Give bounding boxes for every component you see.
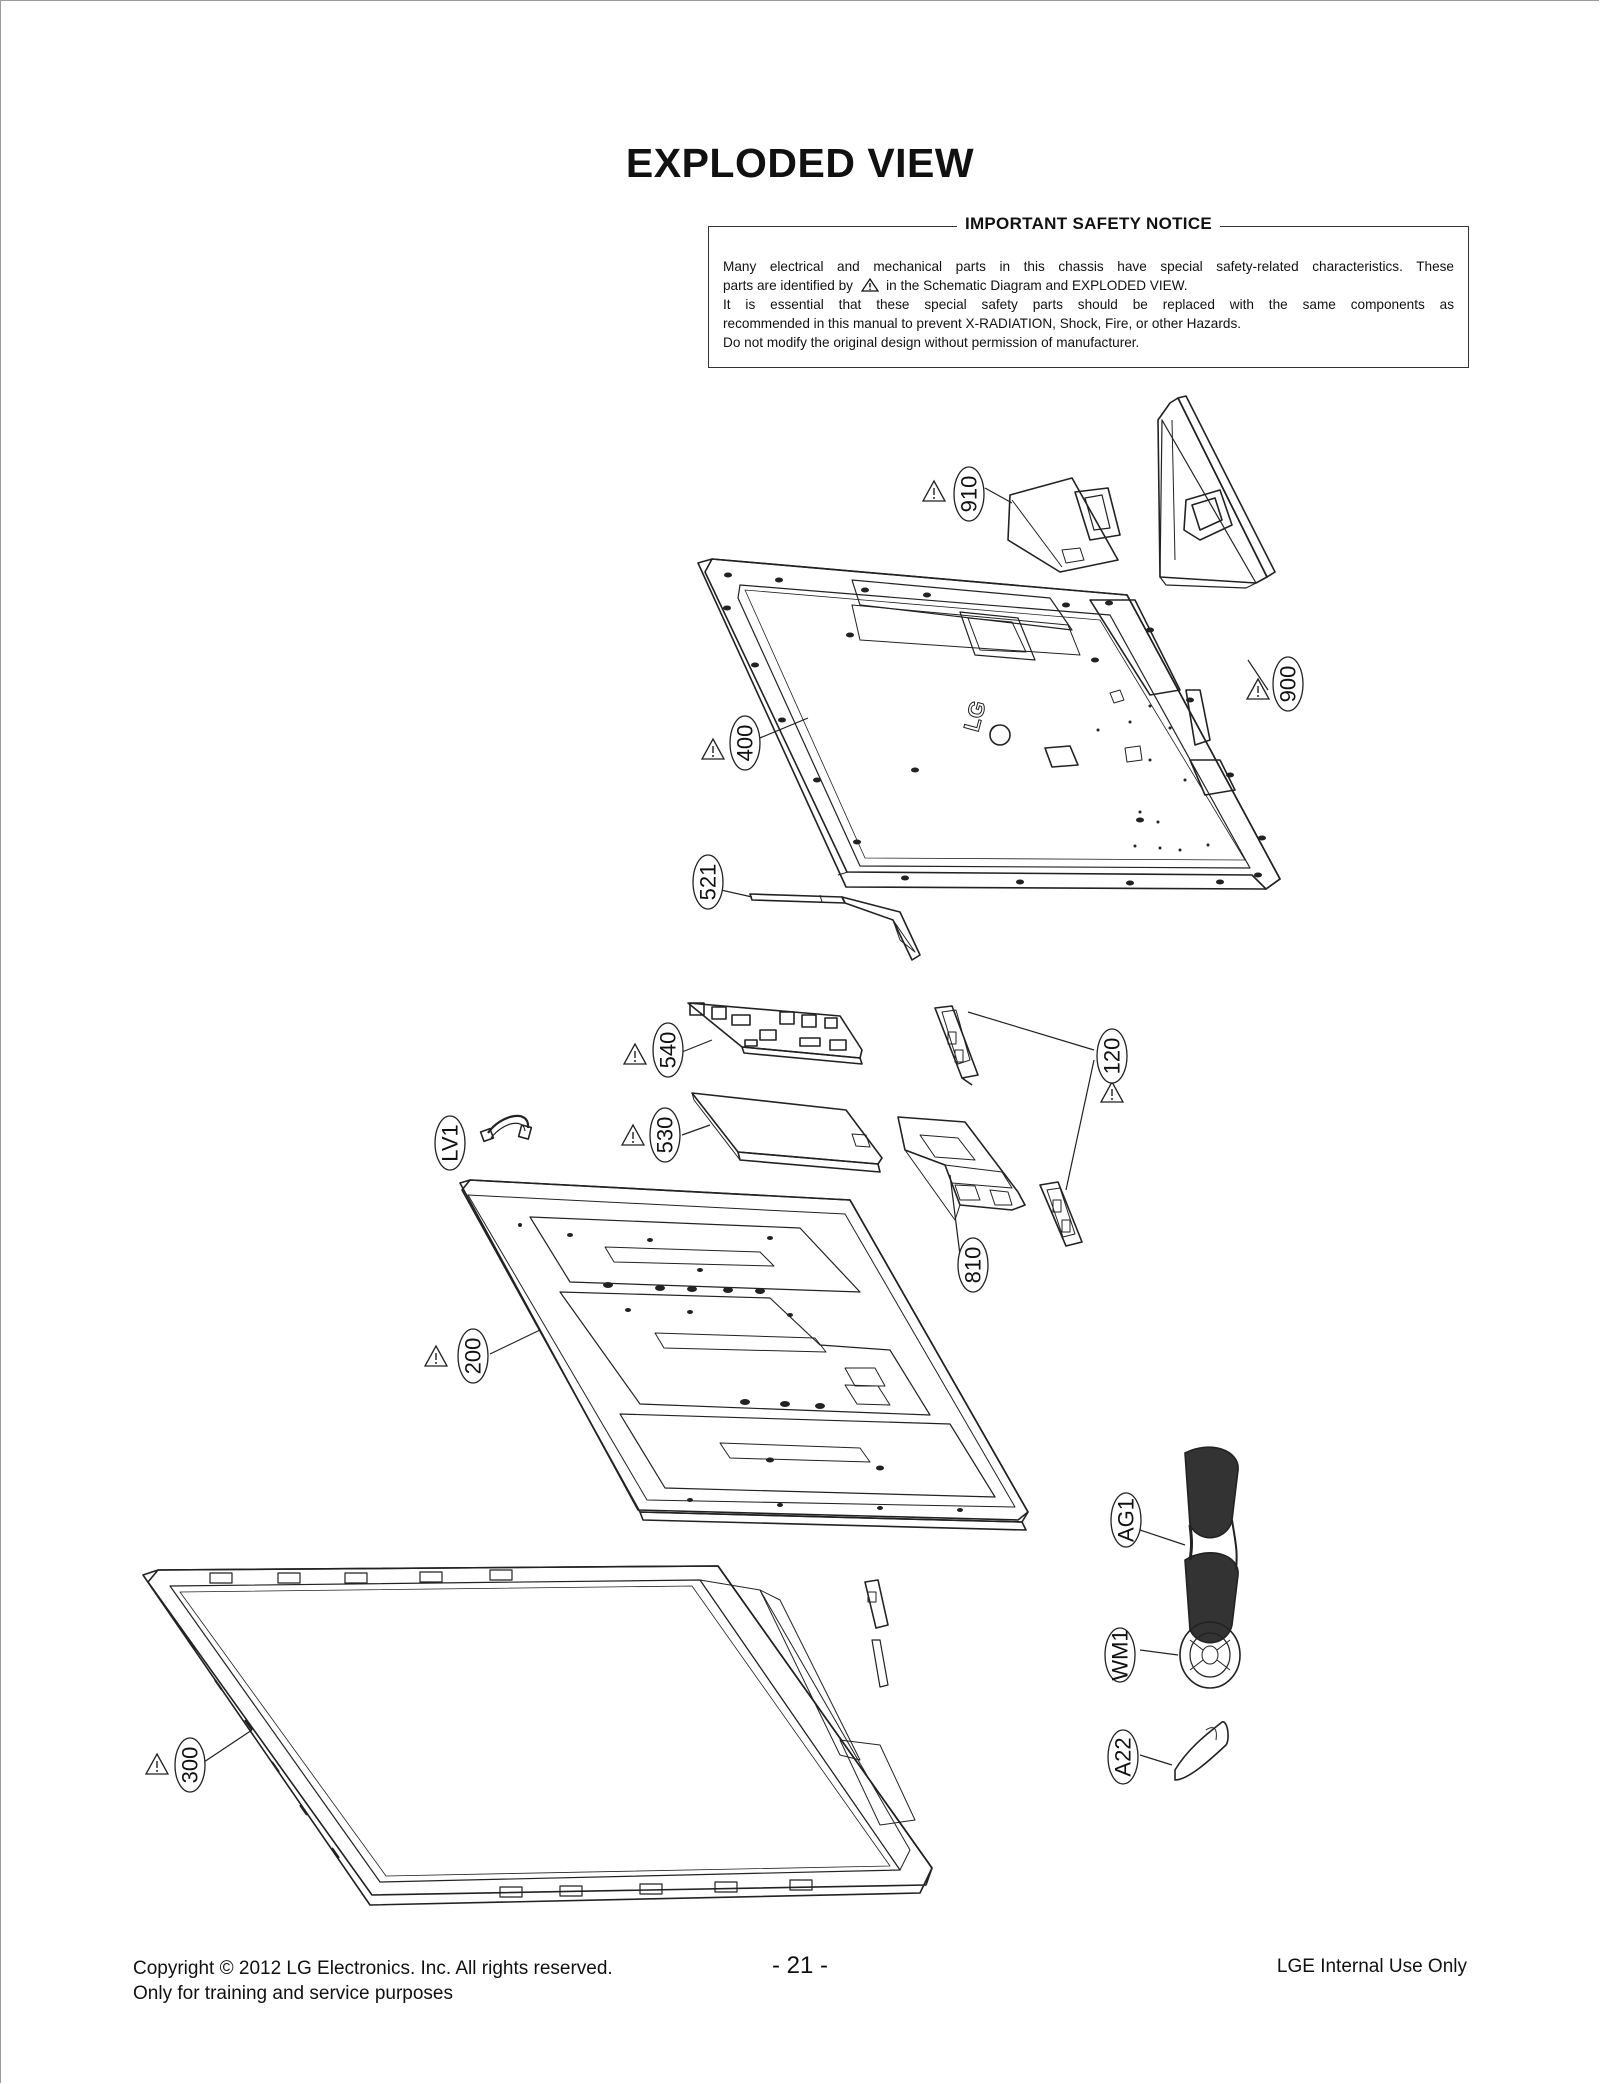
callout-530: 530 [649, 1107, 681, 1163]
warning-triangle-icon [860, 278, 879, 292]
callout-910: 910 [953, 466, 985, 522]
safety-notice-title: IMPORTANT SAFETY NOTICE [956, 214, 1221, 233]
callout-900-label: 900 [1276, 666, 1301, 703]
leader-lines [203, 487, 1269, 1766]
part-200-module-frame [459, 1179, 1029, 1531]
warning-icon-900 [1246, 678, 1270, 700]
part-lv1-cable [479, 1114, 533, 1143]
footer-copyright: Copyright © 2012 LG Electronics. Inc. Al… [133, 1958, 613, 1979]
part-ag1-3d-glasses [1184, 1446, 1239, 1644]
lg-logo-emboss: LG [959, 698, 991, 734]
part-810-bracket-frame [897, 1116, 1026, 1221]
part-530-power-board [691, 1092, 883, 1173]
warning-icon-120 [1100, 1081, 1124, 1103]
callout-521-label: 521 [696, 864, 721, 901]
callout-a22: A22 [1107, 1729, 1139, 1785]
part-key-controller [864, 1579, 889, 1688]
callout-521: 521 [692, 854, 724, 910]
page-title: EXPLODED VIEW [625, 140, 975, 186]
part-400-back-cover [697, 558, 1281, 890]
part-540-main-board [687, 1002, 863, 1065]
callout-ag1: AG1 [1110, 1492, 1142, 1548]
part-callouts: 910 900 400 521 540 120 530 LV1 810 200 … [174, 466, 1304, 1793]
part-a22-remote [1174, 1721, 1229, 1781]
callout-530-label: 530 [653, 1117, 678, 1154]
warning-icon-200 [424, 1345, 448, 1367]
warning-icon-400 [701, 738, 725, 760]
part-521-bracket [749, 893, 921, 961]
module-frame-holes [518, 1223, 963, 1512]
part-120-speaker-bottom [1039, 1181, 1083, 1247]
safety-warning-icons [145, 480, 1270, 1775]
footer-left: Copyright © 2012 LG Electronics. Inc. Al… [133, 1956, 613, 2006]
callout-a22-label: A22 [1111, 1737, 1136, 1776]
part-wm1-cap [1179, 1621, 1241, 1689]
notice-line-4: recommended in this manual to prevent X-… [723, 316, 1242, 331]
callout-900: 900 [1272, 656, 1304, 712]
safety-notice-box: IMPORTANT SAFETY NOTICE Many electrical … [708, 214, 1469, 368]
back-cover-screw-holes [723, 572, 1266, 886]
callout-wm1-label: WM1 [1108, 1629, 1133, 1680]
warning-icon-540 [623, 1043, 647, 1065]
callout-400: 400 [729, 715, 761, 771]
part-300-front-bezel [142, 1565, 933, 1906]
page-number: - 21 - [771, 1952, 828, 1979]
callout-wm1: WM1 [1104, 1627, 1136, 1683]
notice-line-3: It is essential that these special safet… [723, 297, 1454, 312]
callout-120: 120 [1096, 1028, 1128, 1084]
callout-400-label: 400 [733, 725, 758, 762]
callout-ag1-label: AG1 [1114, 1498, 1139, 1542]
callout-810: 810 [957, 1237, 989, 1293]
notice-line-5: Do not modify the original design withou… [723, 335, 1140, 350]
warning-icon-910 [922, 480, 946, 502]
part-120-speaker-top [934, 1005, 979, 1086]
notice-line-2: parts are identified by in the Schematic… [723, 278, 1188, 293]
warning-icon-530 [621, 1124, 645, 1146]
part-900-stand-base [1157, 395, 1276, 589]
footer-internal: LGE Internal Use Only [1276, 1956, 1467, 1977]
notice-line-1: Many electrical and mechanical parts in … [723, 259, 1454, 274]
callout-120-label: 120 [1100, 1038, 1125, 1075]
callout-lv1-label: LV1 [438, 1124, 463, 1162]
callout-lv1: LV1 [434, 1115, 466, 1171]
callout-200-label: 200 [461, 1338, 486, 1375]
warning-icon-300 [145, 1753, 169, 1775]
part-910-stand-neck [1007, 477, 1121, 573]
callout-200: 200 [457, 1328, 489, 1384]
callout-300-label: 300 [178, 1747, 203, 1784]
callout-540: 540 [652, 1022, 684, 1078]
safety-notice-body: Many electrical and mechanical parts in … [723, 257, 1454, 352]
callout-810-label: 810 [961, 1247, 986, 1284]
footer-purpose: Only for training and service purposes [133, 1983, 453, 2004]
callout-910-label: 910 [957, 476, 982, 513]
callout-540-label: 540 [656, 1032, 681, 1069]
callout-300: 300 [174, 1737, 206, 1793]
